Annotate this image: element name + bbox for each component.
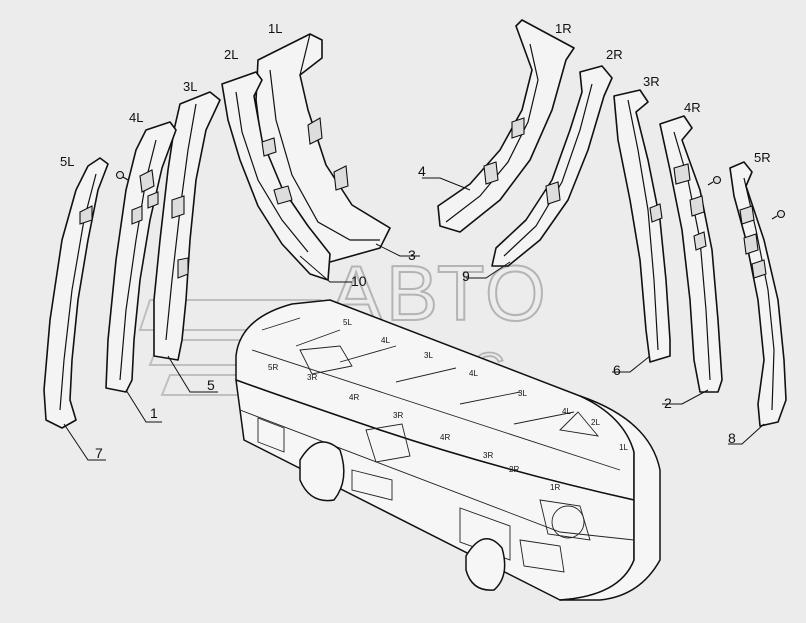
- callout-6: 6: [612, 355, 651, 378]
- svg-text:2: 2: [664, 395, 672, 411]
- svg-text:1: 1: [150, 405, 158, 421]
- bus-label-3l-b: 3L: [518, 389, 527, 398]
- bus-label-1r: 1R: [550, 483, 560, 492]
- callout-2: 2: [662, 389, 709, 411]
- tag-3l: 3L: [183, 79, 197, 94]
- bus-label-1l: 1L: [619, 443, 628, 452]
- tag-3r: 3R: [643, 74, 660, 89]
- svg-text:6: 6: [613, 362, 621, 378]
- svg-text:9: 9: [462, 268, 470, 284]
- bus-position-labels: 5L 4L 3L 4L 3L 4L 2L 1L 5R 3R 4R 3R 4R 3…: [268, 318, 628, 492]
- callout-5: 5: [167, 355, 218, 393]
- pillar-part-4l: 4L: [105, 110, 177, 393]
- bus-label-3r: 3R: [307, 373, 317, 382]
- svg-text:7: 7: [95, 445, 103, 461]
- pillar-part-2r: 2R: [491, 47, 623, 267]
- svg-text:4: 4: [418, 163, 426, 179]
- bus-label-3l: 3L: [424, 351, 433, 360]
- bus-label-2r: 2R: [509, 465, 519, 474]
- tag-2r: 2R: [606, 47, 623, 62]
- svg-text:3: 3: [408, 247, 416, 263]
- pillar-part-3r: 3R: [613, 74, 671, 363]
- bus-label-5r: 5R: [268, 363, 278, 372]
- bus-label-4l-c: 4L: [562, 407, 571, 416]
- tag-4r: 4R: [684, 100, 701, 115]
- callout-10: 10: [299, 255, 367, 289]
- pillar-part-5l: 5L: [43, 154, 109, 429]
- callout-9: 9: [462, 261, 511, 284]
- bus-label-3r-b: 3R: [393, 411, 403, 420]
- bus-label-2l: 2L: [591, 418, 600, 427]
- bus-label-4r-b: 4R: [440, 433, 450, 442]
- tag-2l: 2L: [224, 47, 238, 62]
- bus-label-4l-b: 4L: [469, 369, 478, 378]
- bus-label-5l: 5L: [343, 318, 352, 327]
- bus-label-3r-c: 3R: [483, 451, 493, 460]
- bus-body: [235, 299, 661, 601]
- screw-left: [115, 170, 129, 181]
- pillar-part-4r: 4R: [659, 100, 723, 393]
- callout-3: 3: [375, 243, 420, 263]
- svg-text:8: 8: [728, 430, 736, 446]
- screw-right-upper: [707, 175, 722, 186]
- pillar-part-5r: 5R: [729, 150, 787, 427]
- svg-text:5: 5: [207, 377, 215, 393]
- screw-right-lower: [771, 209, 786, 220]
- bus-label-4l: 4L: [381, 336, 390, 345]
- tag-5l: 5L: [60, 154, 74, 169]
- tag-5r: 5R: [754, 150, 771, 165]
- tag-1l: 1L: [268, 21, 282, 36]
- pillar-part-3l: 3L: [153, 79, 221, 361]
- tag-4l: 4L: [129, 110, 143, 125]
- callout-4: 4: [418, 163, 471, 191]
- callout-7: 7: [63, 423, 106, 461]
- svg-text:10: 10: [351, 273, 367, 289]
- tag-1r: 1R: [555, 21, 572, 36]
- bus-label-4r: 4R: [349, 393, 359, 402]
- callout-8: 8: [728, 423, 765, 446]
- pillar-part-2l: 2L: [221, 47, 331, 281]
- pillar-part-1r: 1R: [437, 19, 575, 233]
- callout-1: 1: [125, 389, 162, 423]
